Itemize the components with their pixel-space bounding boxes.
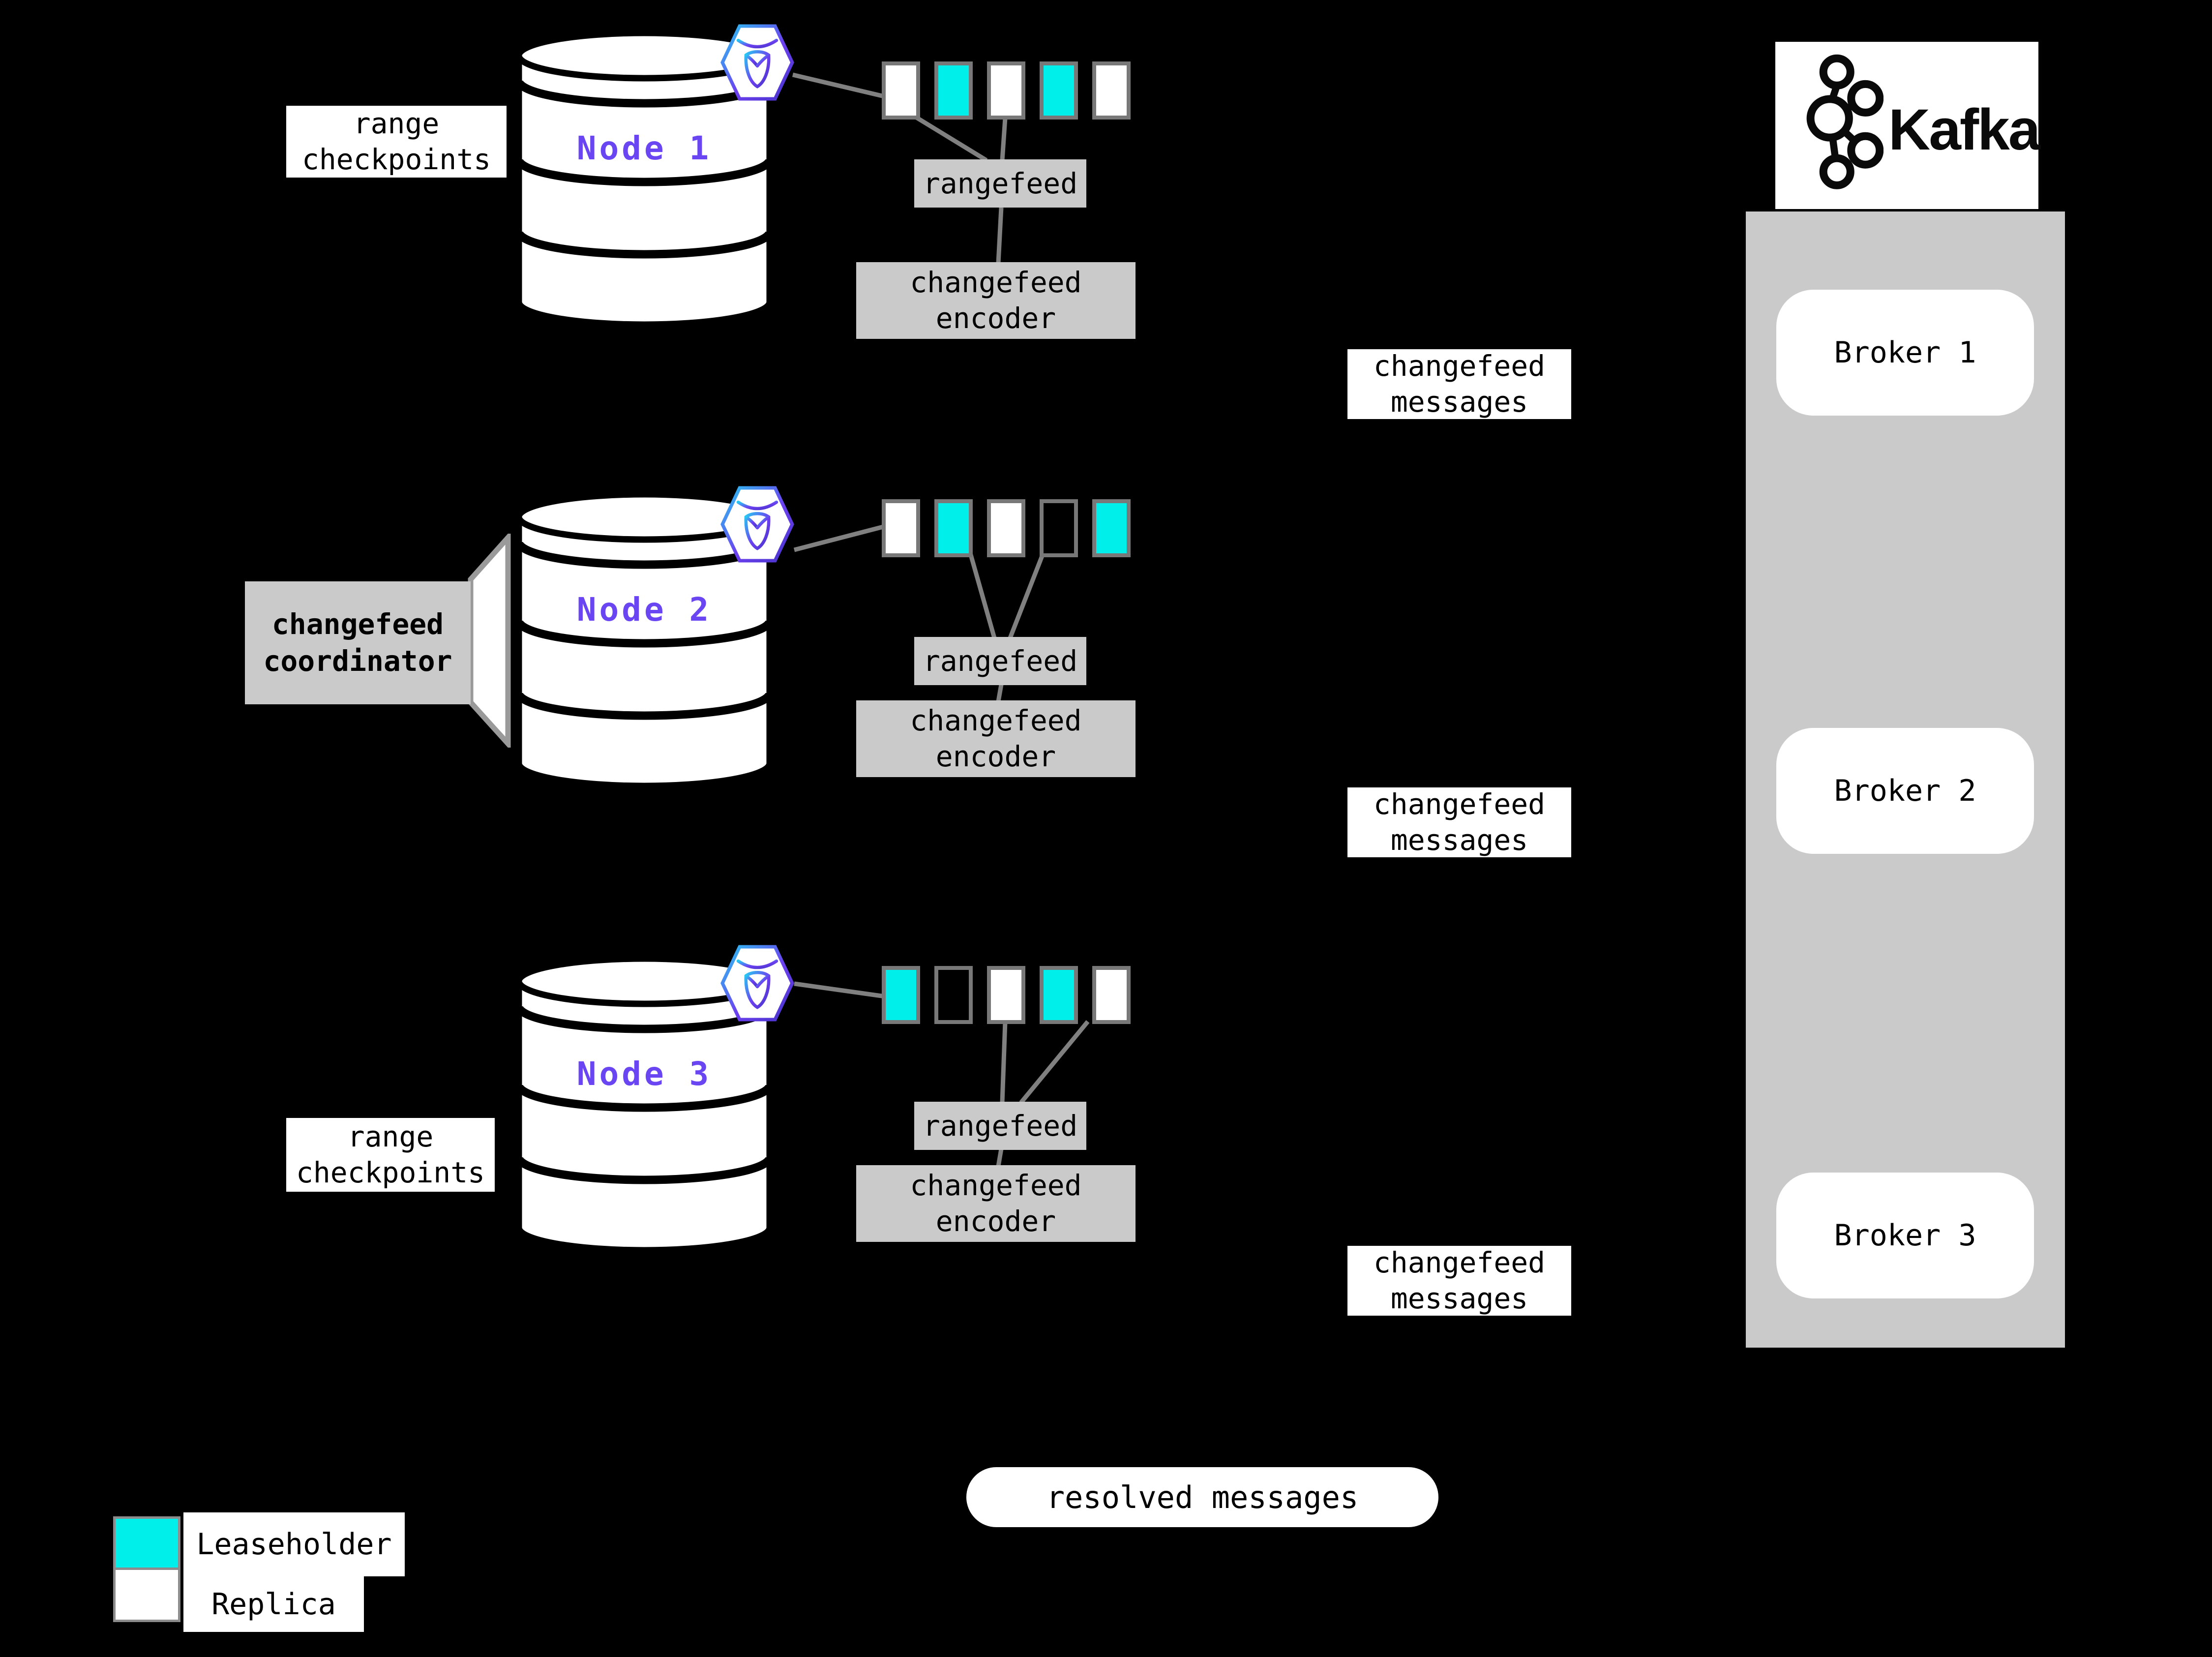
range-checkpoints-label-3: range checkpoints	[286, 1118, 495, 1192]
connector-rangefeed2-to-encoder2	[996, 684, 1004, 702]
connector-range1-to-rangefeed-1	[914, 115, 988, 162]
encoder-line1: changefeed	[910, 266, 1082, 299]
range-cell	[1092, 499, 1131, 557]
cockroachdb-logo-icon	[720, 945, 794, 1022]
range-checkpoints-line2: checkpoints	[296, 1156, 485, 1189]
range-cell	[1040, 499, 1078, 557]
connector-node2-to-ranges	[793, 524, 886, 552]
messages-line1: changefeed	[1373, 349, 1546, 383]
range-cell	[934, 61, 973, 120]
legend-replica-swatch	[113, 1567, 180, 1622]
rangefeed-box-1: rangefeed	[914, 159, 1086, 208]
connector-range3-to-rangefeed-3	[1000, 1021, 1008, 1103]
changefeed-coordinator-box: changefeed coordinator	[245, 581, 471, 704]
messages-line2: messages	[1390, 385, 1528, 419]
changefeed-messages-label-2: changefeed messages	[1347, 787, 1571, 857]
node3-label: Node 3	[576, 1055, 712, 1093]
range-cell	[987, 61, 1025, 120]
range-cell	[882, 499, 920, 557]
messages-line1: changefeed	[1373, 787, 1546, 821]
legend-replica-label: Replica	[183, 1576, 364, 1632]
range-cell	[934, 499, 973, 557]
coordinator-line1: changefeed	[271, 607, 444, 641]
range-cell	[1092, 966, 1131, 1024]
range-cell	[882, 61, 920, 120]
node2-cylinder	[515, 492, 773, 787]
encoder-line1: changefeed	[910, 1169, 1082, 1202]
coordinator-line2: coordinator	[263, 644, 452, 678]
changefeed-encoder-box-1: changefeed encoder	[856, 262, 1136, 339]
rangefeed-box-3: rangefeed	[914, 1102, 1086, 1150]
range-cell	[987, 499, 1025, 557]
connector-range3-to-rangefeed-1	[1000, 118, 1008, 161]
encoder-line2: encoder	[935, 740, 1056, 773]
changefeed-encoder-box-2: changefeed encoder	[856, 700, 1136, 777]
connector-range2-to-rangefeed-2	[968, 554, 997, 639]
range-cell	[934, 966, 973, 1024]
legend-leaseholder-swatch	[113, 1516, 180, 1570]
coordinator-callout-flag	[468, 534, 511, 748]
changefeed-messages-label-1: changefeed messages	[1347, 349, 1571, 419]
connector-rangefeed3-to-encoder3	[996, 1148, 1004, 1167]
range-cell	[987, 966, 1025, 1024]
range-cell	[1092, 61, 1131, 120]
node3-range-row	[882, 966, 1131, 1024]
connector-range5-to-rangefeed-3	[1019, 1020, 1090, 1104]
range-checkpoints-label-1: range checkpoints	[286, 106, 507, 178]
range-cell	[1040, 966, 1078, 1024]
node2-range-row	[882, 499, 1131, 557]
messages-line2: messages	[1390, 823, 1528, 857]
range-cell	[1040, 61, 1078, 120]
cockroachdb-logo-icon	[720, 24, 794, 101]
range-checkpoints-line2: checkpoints	[301, 143, 491, 176]
broker-1: Broker 1	[1776, 290, 2034, 416]
node2-label: Node 2	[576, 591, 712, 629]
kafka-brand-text: Kafka	[1888, 97, 2040, 162]
resolved-messages-label: resolved messages	[966, 1467, 1438, 1527]
encoder-line1: changefeed	[910, 704, 1082, 737]
changefeed-messages-label-3: changefeed messages	[1347, 1246, 1571, 1316]
encoder-line2: encoder	[935, 1205, 1056, 1238]
connector-node1-to-ranges	[792, 72, 885, 99]
cockroachdb-logo-icon	[720, 486, 794, 563]
changefeed-encoder-box-3: changefeed encoder	[856, 1165, 1136, 1242]
broker-2: Broker 2	[1776, 728, 2034, 854]
encoder-line2: encoder	[935, 301, 1056, 335]
connector-rangefeed1-to-encoder1	[996, 207, 1004, 264]
connector-node3-to-ranges	[794, 981, 886, 999]
messages-line1: changefeed	[1373, 1246, 1546, 1279]
messages-line2: messages	[1390, 1282, 1528, 1315]
range-checkpoints-line1: range	[347, 1120, 434, 1153]
range-checkpoints-line1: range	[353, 107, 440, 140]
node1-range-row	[882, 61, 1131, 120]
legend-leaseholder-label: Leaseholder	[183, 1512, 405, 1576]
node3-cylinder	[515, 957, 773, 1252]
range-cell	[882, 966, 920, 1024]
broker-3: Broker 3	[1776, 1173, 2034, 1298]
connector-range4-to-rangefeed-2	[1008, 554, 1045, 639]
kafka-logo-icon	[1806, 54, 1883, 189]
rangefeed-box-2: rangefeed	[914, 637, 1086, 685]
node1-label: Node 1	[576, 129, 712, 167]
